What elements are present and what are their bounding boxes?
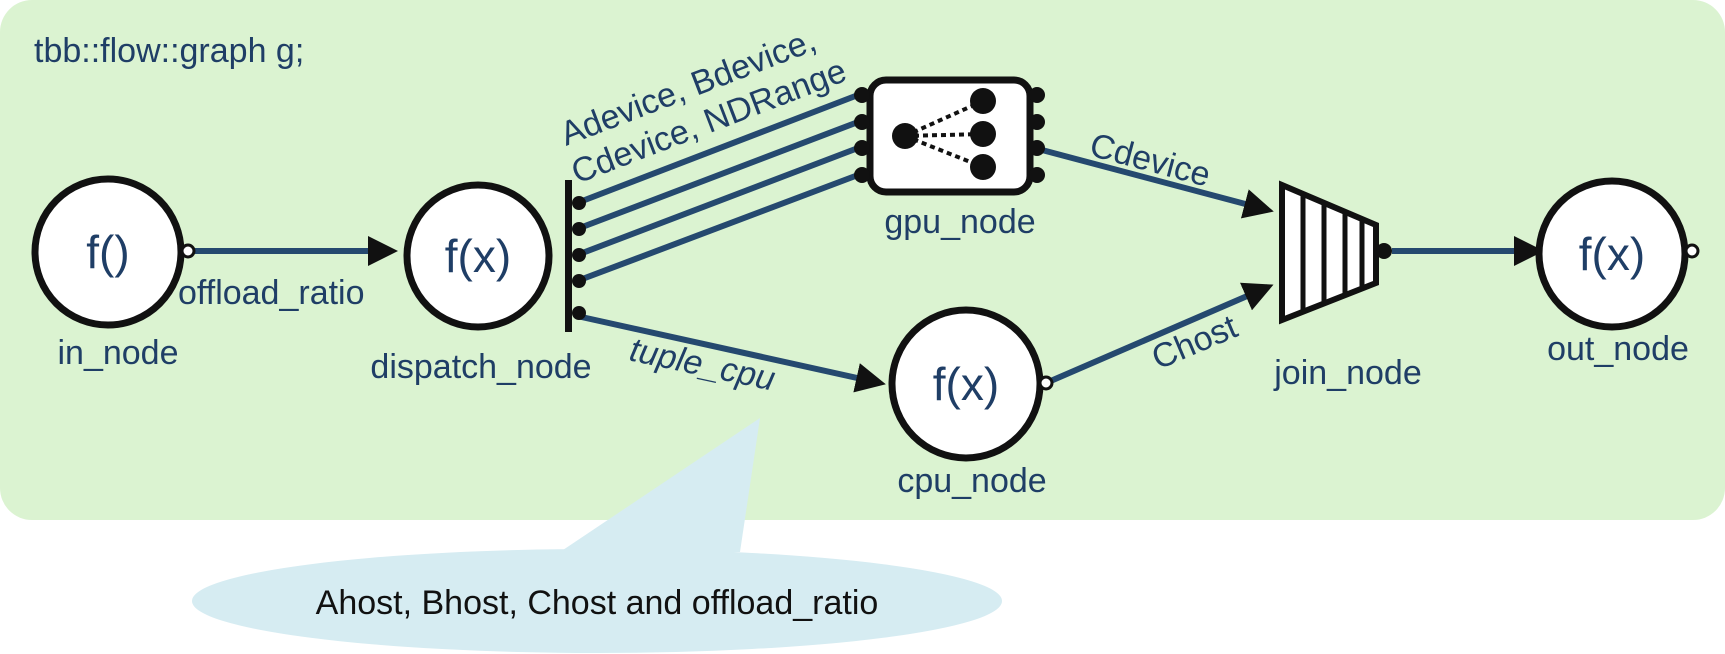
edge-dispatch-to-gpu-1 — [575, 92, 860, 206]
edge-cpu-to-join — [1044, 282, 1274, 386]
gpu-input-port-4 — [854, 167, 870, 183]
cpu-node-output-port — [1038, 375, 1054, 391]
callout-text: Ahost, Bhost, Chost and offload_ratio — [316, 584, 879, 622]
dispatch-node[interactable]: f(x) dispatch_node — [370, 180, 592, 386]
out-node-circle — [1535, 177, 1689, 331]
edge-dispatch-to-gpu-3 — [575, 145, 860, 258]
out-node-label: out_node — [1547, 330, 1689, 368]
edge-gpu-to-join — [1041, 147, 1274, 219]
gpu-output-port-3 — [1029, 140, 1045, 156]
gpu-input-port-3 — [854, 140, 870, 156]
dispatch-node-circle — [403, 181, 553, 331]
callout-bubble — [192, 549, 1002, 653]
cpu-node-label: cpu_node — [897, 462, 1046, 500]
cpu-node-body: f(x) — [933, 358, 999, 410]
gpu-input-port-1 — [854, 87, 870, 103]
cpu-node[interactable]: f(x) cpu_node — [888, 306, 1054, 500]
dispatch-port-1 — [572, 196, 586, 210]
gpu-input-port-2 — [854, 114, 870, 130]
gpu-output-port-4 — [1029, 167, 1045, 183]
gpu-node[interactable]: gpu_node — [854, 76, 1045, 241]
in-node-output-port — [180, 243, 196, 259]
dispatch-port-5 — [572, 306, 586, 320]
out-node[interactable]: f(x) out_node — [1535, 177, 1700, 368]
edge-dispatch-to-gpu-2 — [575, 119, 860, 232]
gpu-node-label: gpu_node — [884, 203, 1035, 241]
join-node-label: join_node — [1273, 354, 1421, 392]
dispatch-port-2 — [572, 222, 586, 236]
dispatch-node-body: f(x) — [445, 230, 511, 282]
out-node-body: f(x) — [1579, 228, 1645, 280]
in-node-body: f() — [86, 226, 129, 278]
gpu-fanout-icon — [892, 88, 996, 180]
gpu-output-port-1 — [1029, 87, 1045, 103]
join-node[interactable]: join_node — [1273, 180, 1422, 392]
dispatch-port-3 — [572, 248, 586, 262]
edge-dispatch-to-gpu-4 — [575, 172, 860, 284]
edge-label-offload-ratio: offload_ratio — [178, 274, 365, 312]
graph-declaration: tbb::flow::graph g; — [34, 32, 304, 70]
gpu-output-port-2 — [1029, 114, 1045, 130]
in-node-label: in_node — [57, 334, 178, 372]
callout-pointer — [560, 418, 760, 552]
dispatch-port-4 — [572, 274, 586, 288]
dispatch-node-label: dispatch_node — [370, 348, 591, 386]
out-node-output-port — [1684, 243, 1700, 259]
dispatch-node-port-bar — [565, 180, 572, 332]
join-node-output-port — [1376, 243, 1392, 259]
edge-dispatch-to-cpu — [576, 313, 886, 393]
in-node[interactable]: f() in_node — [31, 175, 196, 372]
graph-panel — [0, 0, 1725, 520]
